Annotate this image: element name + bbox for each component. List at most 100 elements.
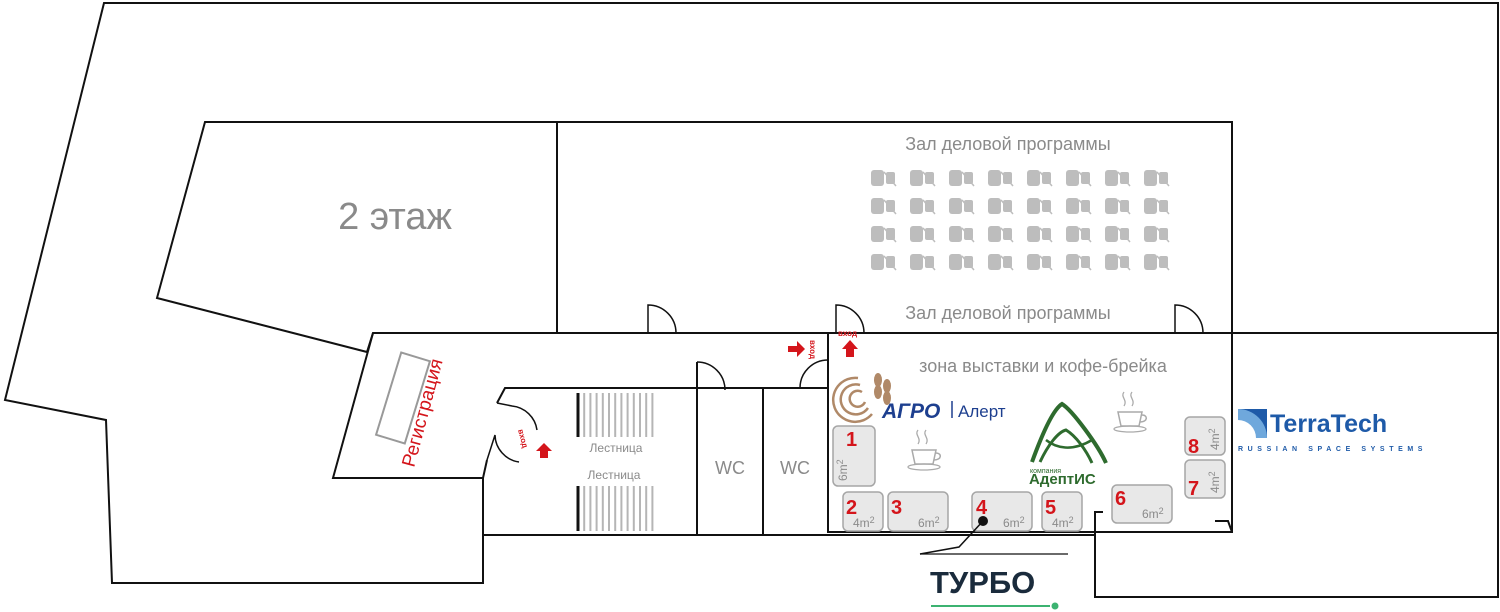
registration-label: Регистрация <box>399 357 448 470</box>
chair-icon <box>910 226 936 243</box>
door <box>799 359 829 389</box>
hall-label: Зал деловой программы <box>905 303 1111 323</box>
stairs-upper <box>576 393 654 437</box>
chair-icon <box>910 254 936 271</box>
chair-icon <box>1144 226 1170 243</box>
chair-icon <box>988 254 1014 271</box>
chair-icon <box>988 170 1014 187</box>
turbo-marker[interactable]: ТУРБО <box>919 516 1068 610</box>
chair-icon <box>988 198 1014 215</box>
booth[interactable]: 8 4m2 <box>1184 416 1226 458</box>
terratech-main-text: TerraTech <box>1270 410 1387 438</box>
booth-area: 4m2 <box>1207 428 1222 450</box>
booth-area: 6m2 <box>1003 515 1025 530</box>
wall <box>1215 520 1233 533</box>
booth[interactable]: 2 4m2 <box>842 491 884 532</box>
chair-icon <box>1027 170 1053 187</box>
agro-bold-text: АГРО <box>881 400 940 423</box>
booth-number: 2 <box>846 497 857 519</box>
floor-label: 2 этаж <box>338 196 452 238</box>
adeptis-main-text: АдептИС <box>1029 471 1096 488</box>
chair-icon <box>1027 198 1053 215</box>
chair-icon <box>910 198 936 215</box>
chair-icon <box>1027 254 1053 271</box>
booth[interactable]: 3 6m2 <box>887 491 949 532</box>
chair-icon <box>871 198 897 215</box>
booth-number: 6 <box>1115 488 1126 510</box>
hall-label: Зал деловой программы <box>905 134 1111 154</box>
booth-number: 4 <box>976 497 988 519</box>
booth-number: 8 <box>1188 436 1199 458</box>
stairs-label: Лестница <box>588 468 641 482</box>
agro-light-text: Алерт <box>958 402 1006 421</box>
chair-icon <box>1144 254 1170 271</box>
stairs-wall <box>496 387 697 404</box>
chair-icon <box>988 226 1014 243</box>
chair-icon <box>1105 198 1131 215</box>
corridor-wall <box>331 332 483 479</box>
building-outline <box>3 2 1499 598</box>
wheat-icon <box>831 373 891 424</box>
stairs-lower <box>576 486 654 531</box>
wall <box>1094 511 1103 535</box>
chair-icon <box>910 170 936 187</box>
terratech-logo: TerraTech RUSSIAN SPACE SYSTEMS <box>1238 409 1427 453</box>
door <box>496 402 538 431</box>
chair-icon <box>1144 198 1170 215</box>
coffee-cup-icon <box>907 429 941 471</box>
registration-desk <box>374 351 432 445</box>
door <box>647 304 677 334</box>
booth[interactable]: 5 4m2 <box>1041 491 1083 532</box>
booth-area: 6m2 <box>835 459 850 481</box>
entrance-label: вход <box>808 340 817 359</box>
booth-area: 6m2 <box>918 515 940 530</box>
booth-area: 4m2 <box>1207 471 1222 493</box>
chair-icon <box>949 254 975 271</box>
chair-icon <box>1066 170 1092 187</box>
door <box>835 304 865 334</box>
coffee-cup-icon <box>1113 391 1147 433</box>
chair-icon <box>1066 226 1092 243</box>
chair-icon <box>1027 226 1053 243</box>
corridor-wall <box>482 459 488 535</box>
entrance-label: вход <box>838 329 857 338</box>
booth-area: 4m2 <box>853 515 875 530</box>
chair-icon <box>1066 198 1092 215</box>
chair-icon <box>871 226 897 243</box>
mountain-logo-icon <box>1030 401 1108 464</box>
terratech-sub-text: RUSSIAN SPACE SYSTEMS <box>1238 446 1427 453</box>
door <box>1174 304 1204 334</box>
booth[interactable]: 6 6m2 <box>1111 484 1173 524</box>
adeptis-small-text: компания <box>1030 468 1061 475</box>
arrow-icon <box>842 340 858 357</box>
arrow-icon <box>788 341 805 357</box>
chair-icon <box>1144 170 1170 187</box>
booth-area: 6m2 <box>1142 506 1164 521</box>
arrow-icon <box>536 443 552 458</box>
booth-number: 7 <box>1188 478 1199 500</box>
seating-grid <box>871 170 1170 271</box>
door <box>696 361 726 391</box>
booth-number: 3 <box>891 497 902 519</box>
chair-icon <box>1105 170 1131 187</box>
wc-label: WC <box>780 458 810 478</box>
booth[interactable]: 1 6m2 <box>832 425 876 487</box>
chair-icon <box>949 226 975 243</box>
chair-icon <box>1105 226 1131 243</box>
booth-number: 5 <box>1045 497 1056 519</box>
chair-icon <box>1105 254 1131 271</box>
booth[interactable]: 7 4m2 <box>1184 459 1226 500</box>
chair-icon <box>871 254 897 271</box>
turbo-logo-text: ТУРБО <box>930 565 1035 600</box>
chair-icon <box>949 170 975 187</box>
wc-label: WC <box>715 458 745 478</box>
adeptis-logo: компания АдептИС <box>1029 401 1108 488</box>
chair-icon <box>871 170 897 187</box>
stairs-label: Лестница <box>590 441 643 455</box>
agro-alert-logo: АГРО Алерт <box>831 373 1006 424</box>
chair-icon <box>949 198 975 215</box>
booth-area: 4m2 <box>1052 515 1074 530</box>
entrance-label: вход <box>516 428 530 449</box>
expo-zone-label: зона выставки и кофе-брейка <box>919 356 1168 376</box>
